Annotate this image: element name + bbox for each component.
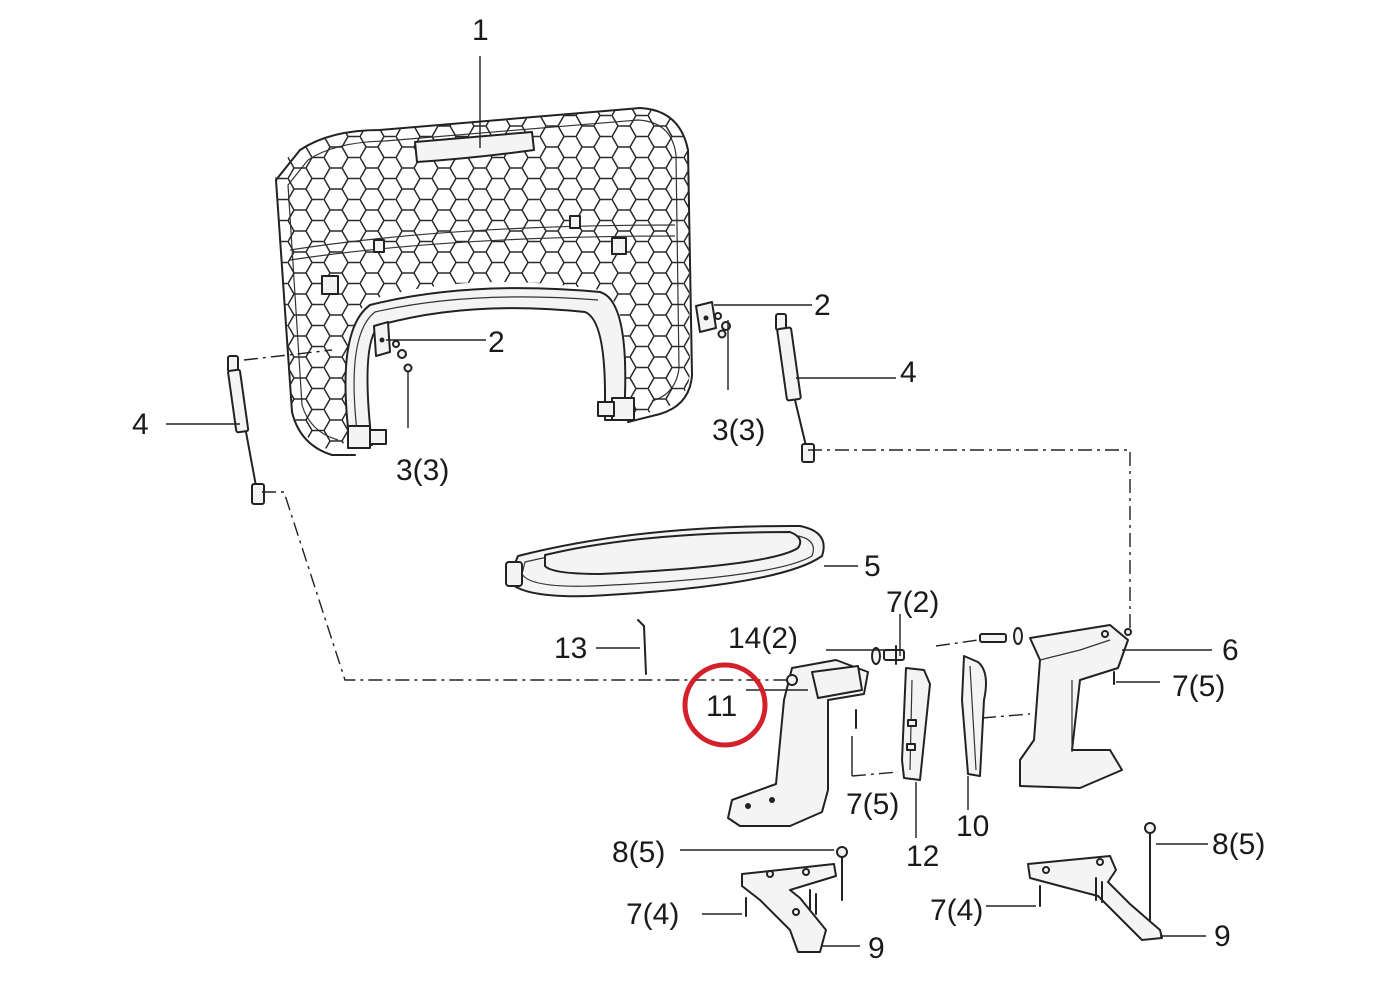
mount-plate-right bbox=[1027, 855, 1163, 941]
callout-2-right: 2 bbox=[814, 289, 831, 322]
callout-4-right: 4 bbox=[900, 356, 917, 389]
callout-9-right: 9 bbox=[1214, 920, 1231, 953]
callout-3-left: 3(3) bbox=[396, 454, 449, 487]
callout-9-left: 9 bbox=[868, 932, 885, 965]
lid-grille-part bbox=[275, 107, 693, 456]
washer-part bbox=[871, 627, 1023, 665]
highlight-circle bbox=[682, 662, 768, 748]
gas-strut-right bbox=[775, 313, 815, 463]
callout-8-5-left: 8(5) bbox=[612, 836, 665, 869]
armrest-pad-part bbox=[505, 524, 825, 598]
callout-7-4-left: 7(4) bbox=[626, 898, 679, 931]
callout-2-left: 2 bbox=[488, 326, 505, 359]
callout-14-2: 14(2) bbox=[728, 622, 798, 655]
callout-10: 10 bbox=[956, 810, 989, 843]
callout-11: 11 bbox=[706, 690, 737, 723]
hinge-bracket-right bbox=[695, 301, 717, 333]
callout-1: 1 bbox=[472, 14, 489, 47]
callout-4-left: 4 bbox=[132, 408, 149, 441]
assembly-dash-lines bbox=[243, 349, 1131, 777]
leader-lines bbox=[166, 56, 1212, 947]
gas-strut-left bbox=[227, 355, 265, 505]
mount-plate-left bbox=[741, 863, 837, 953]
callout-7-2: 7(2) bbox=[886, 586, 939, 619]
callout-5: 5 bbox=[864, 550, 881, 583]
inner-rail-part bbox=[901, 667, 931, 781]
callout-7-5-left: 7(5) bbox=[846, 788, 899, 821]
callout-3-right: 3(3) bbox=[712, 414, 765, 447]
callout-7-5-right: 7(5) bbox=[1172, 670, 1225, 703]
callout-labels: 1 2 2 3(3) 3(3) 4 4 5 6 7(2) 7(5) 7(5) 7… bbox=[132, 14, 1265, 965]
callout-13: 13 bbox=[554, 632, 587, 665]
left-arm-base-part bbox=[727, 659, 869, 827]
callout-12: 12 bbox=[906, 840, 939, 873]
callout-7-4-right: 7(4) bbox=[930, 894, 983, 927]
side-cover-part bbox=[961, 655, 987, 777]
callout-8-5-right: 8(5) bbox=[1212, 828, 1265, 861]
pin-part bbox=[637, 619, 647, 675]
hinge-bracket-left bbox=[373, 321, 391, 357]
callout-6: 6 bbox=[1222, 634, 1239, 667]
bolt-set bbox=[745, 645, 1156, 921]
right-arm-base-part bbox=[1019, 624, 1132, 789]
screw-set-left bbox=[392, 340, 413, 373]
